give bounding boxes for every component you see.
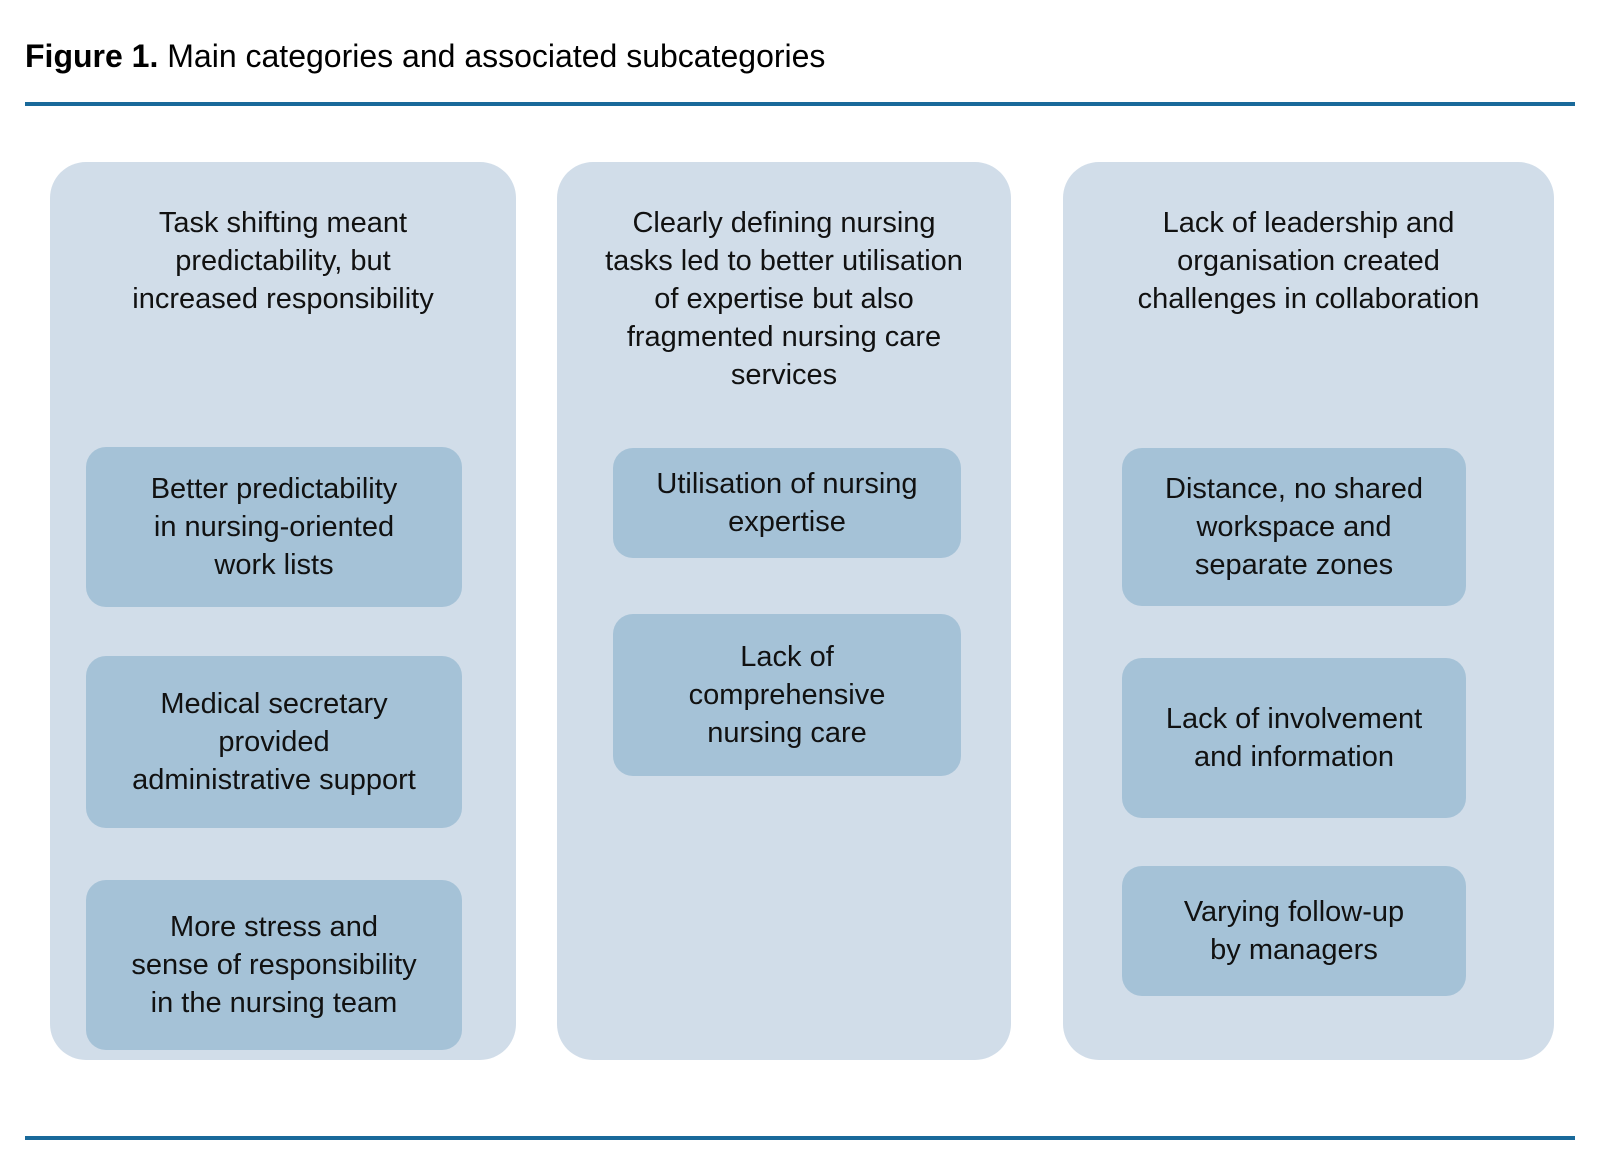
subcategory-label: Utilisation of nursing expertise bbox=[656, 468, 918, 538]
category-panel-3: Lack of leadership and organisation crea… bbox=[1063, 162, 1554, 1060]
subcategory-label: Better predictability in nursing-oriente… bbox=[150, 473, 398, 581]
figure-caption: Main categories and associated subcatego… bbox=[158, 38, 826, 74]
top-divider-rule bbox=[25, 102, 1575, 106]
subcategory-label: More stress and sense of responsibility … bbox=[131, 911, 417, 1019]
subcategory-label: Medical secretary provided administrativ… bbox=[132, 688, 416, 796]
subcategory-box: Medical secretary provided administrativ… bbox=[86, 656, 462, 828]
category-panel-2: Clearly defining nursing tasks led to be… bbox=[557, 162, 1011, 1060]
category-heading-1: Task shifting meant predictability, but … bbox=[132, 207, 434, 315]
subcategory-box: Utilisation of nursing expertise bbox=[613, 448, 961, 558]
figure-title: Figure 1. Main categories and associated… bbox=[25, 36, 825, 76]
subcategory-box: Lack of involvement and information bbox=[1122, 658, 1466, 818]
subcategory-box: Lack of comprehensive nursing care bbox=[613, 614, 961, 776]
subcategory-label: Lack of comprehensive nursing care bbox=[688, 641, 886, 749]
figure-label: Figure 1. bbox=[25, 38, 159, 74]
bottom-divider-rule bbox=[25, 1136, 1575, 1140]
category-panel-1: Task shifting meant predictability, but … bbox=[50, 162, 516, 1060]
subcategory-label: Distance, no shared workspace and separa… bbox=[1165, 473, 1423, 581]
subcategory-box: Distance, no shared workspace and separa… bbox=[1122, 448, 1466, 606]
subcategory-box: More stress and sense of responsibility … bbox=[86, 880, 462, 1050]
subcategory-box: Better predictability in nursing-oriente… bbox=[86, 447, 462, 607]
subcategory-label: Lack of involvement and information bbox=[1165, 703, 1423, 773]
subcategory-label: Varying follow-up by managers bbox=[1183, 896, 1405, 966]
subcategory-box: Varying follow-up by managers bbox=[1122, 866, 1466, 996]
category-heading-2: Clearly defining nursing tasks led to be… bbox=[605, 207, 963, 391]
category-heading-3: Lack of leadership and organisation crea… bbox=[1137, 207, 1480, 315]
